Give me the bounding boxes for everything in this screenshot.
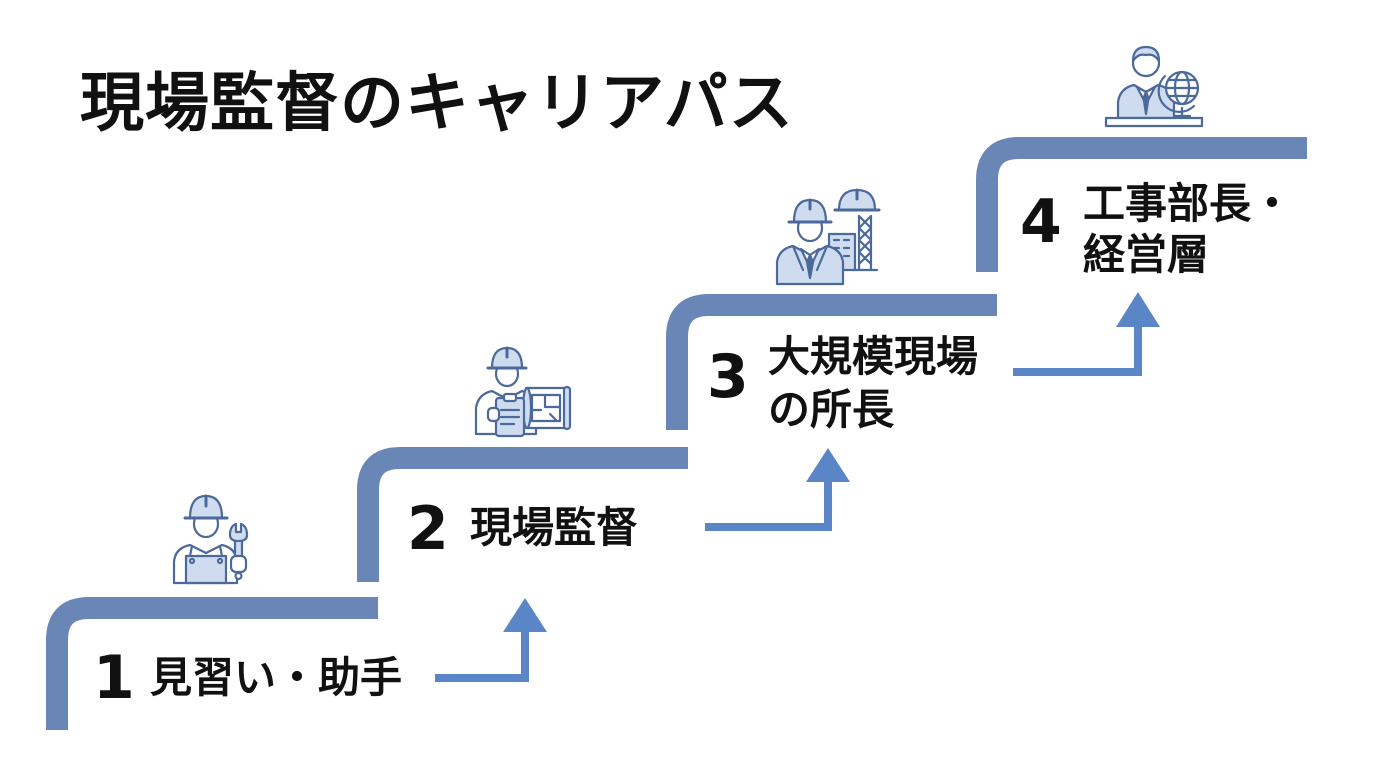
step-3-label-line-2: の所長 bbox=[768, 385, 895, 434]
step-1-label-line-1: 見習い・助手 bbox=[150, 653, 403, 702]
arrow-2-to-3 bbox=[705, 448, 850, 531]
worker-wrench-icon bbox=[172, 494, 249, 585]
step-3-number: 3 bbox=[707, 342, 749, 412]
step-1-label: 見習い・助手 bbox=[150, 652, 402, 704]
arrow-1-line bbox=[435, 628, 529, 682]
step-4-number: 4 bbox=[1020, 187, 1062, 257]
stair-step-1 bbox=[46, 597, 378, 730]
stair-step-3 bbox=[666, 294, 997, 430]
step-2-label-line-1: 現場監督 bbox=[470, 503, 639, 552]
worker-clipboard-blueprint-icon bbox=[474, 346, 572, 438]
step-3-label: 大規模現場 の所長 bbox=[768, 330, 978, 436]
arrow-3-head bbox=[1116, 292, 1160, 327]
arrow-1-to-2 bbox=[435, 598, 547, 682]
arrow-2-line bbox=[705, 480, 832, 531]
stair-step-2 bbox=[357, 447, 688, 582]
step-2-label: 現場監督 bbox=[470, 502, 638, 554]
arrow-3-line bbox=[1013, 325, 1142, 376]
page-title: 現場監督のキャリアパス bbox=[80, 67, 794, 141]
step-4-label: 工事部長・ 経営層 bbox=[1083, 178, 1293, 280]
stair-step-4 bbox=[976, 137, 1307, 272]
step-4-label-line-1: 工事部長・ bbox=[1083, 179, 1294, 228]
arrow-3-to-4 bbox=[1013, 292, 1160, 376]
step-3-label-line-1: 大規模現場 bbox=[768, 332, 979, 381]
manager-crane-icon bbox=[775, 188, 881, 286]
step-2-number: 2 bbox=[407, 494, 449, 564]
arrow-2-head bbox=[806, 448, 850, 482]
arrow-1-head bbox=[503, 598, 547, 632]
step-1-number: 1 bbox=[93, 643, 135, 713]
executive-globe-icon bbox=[1104, 45, 1204, 128]
step-4-label-line-2: 経営層 bbox=[1083, 230, 1210, 279]
